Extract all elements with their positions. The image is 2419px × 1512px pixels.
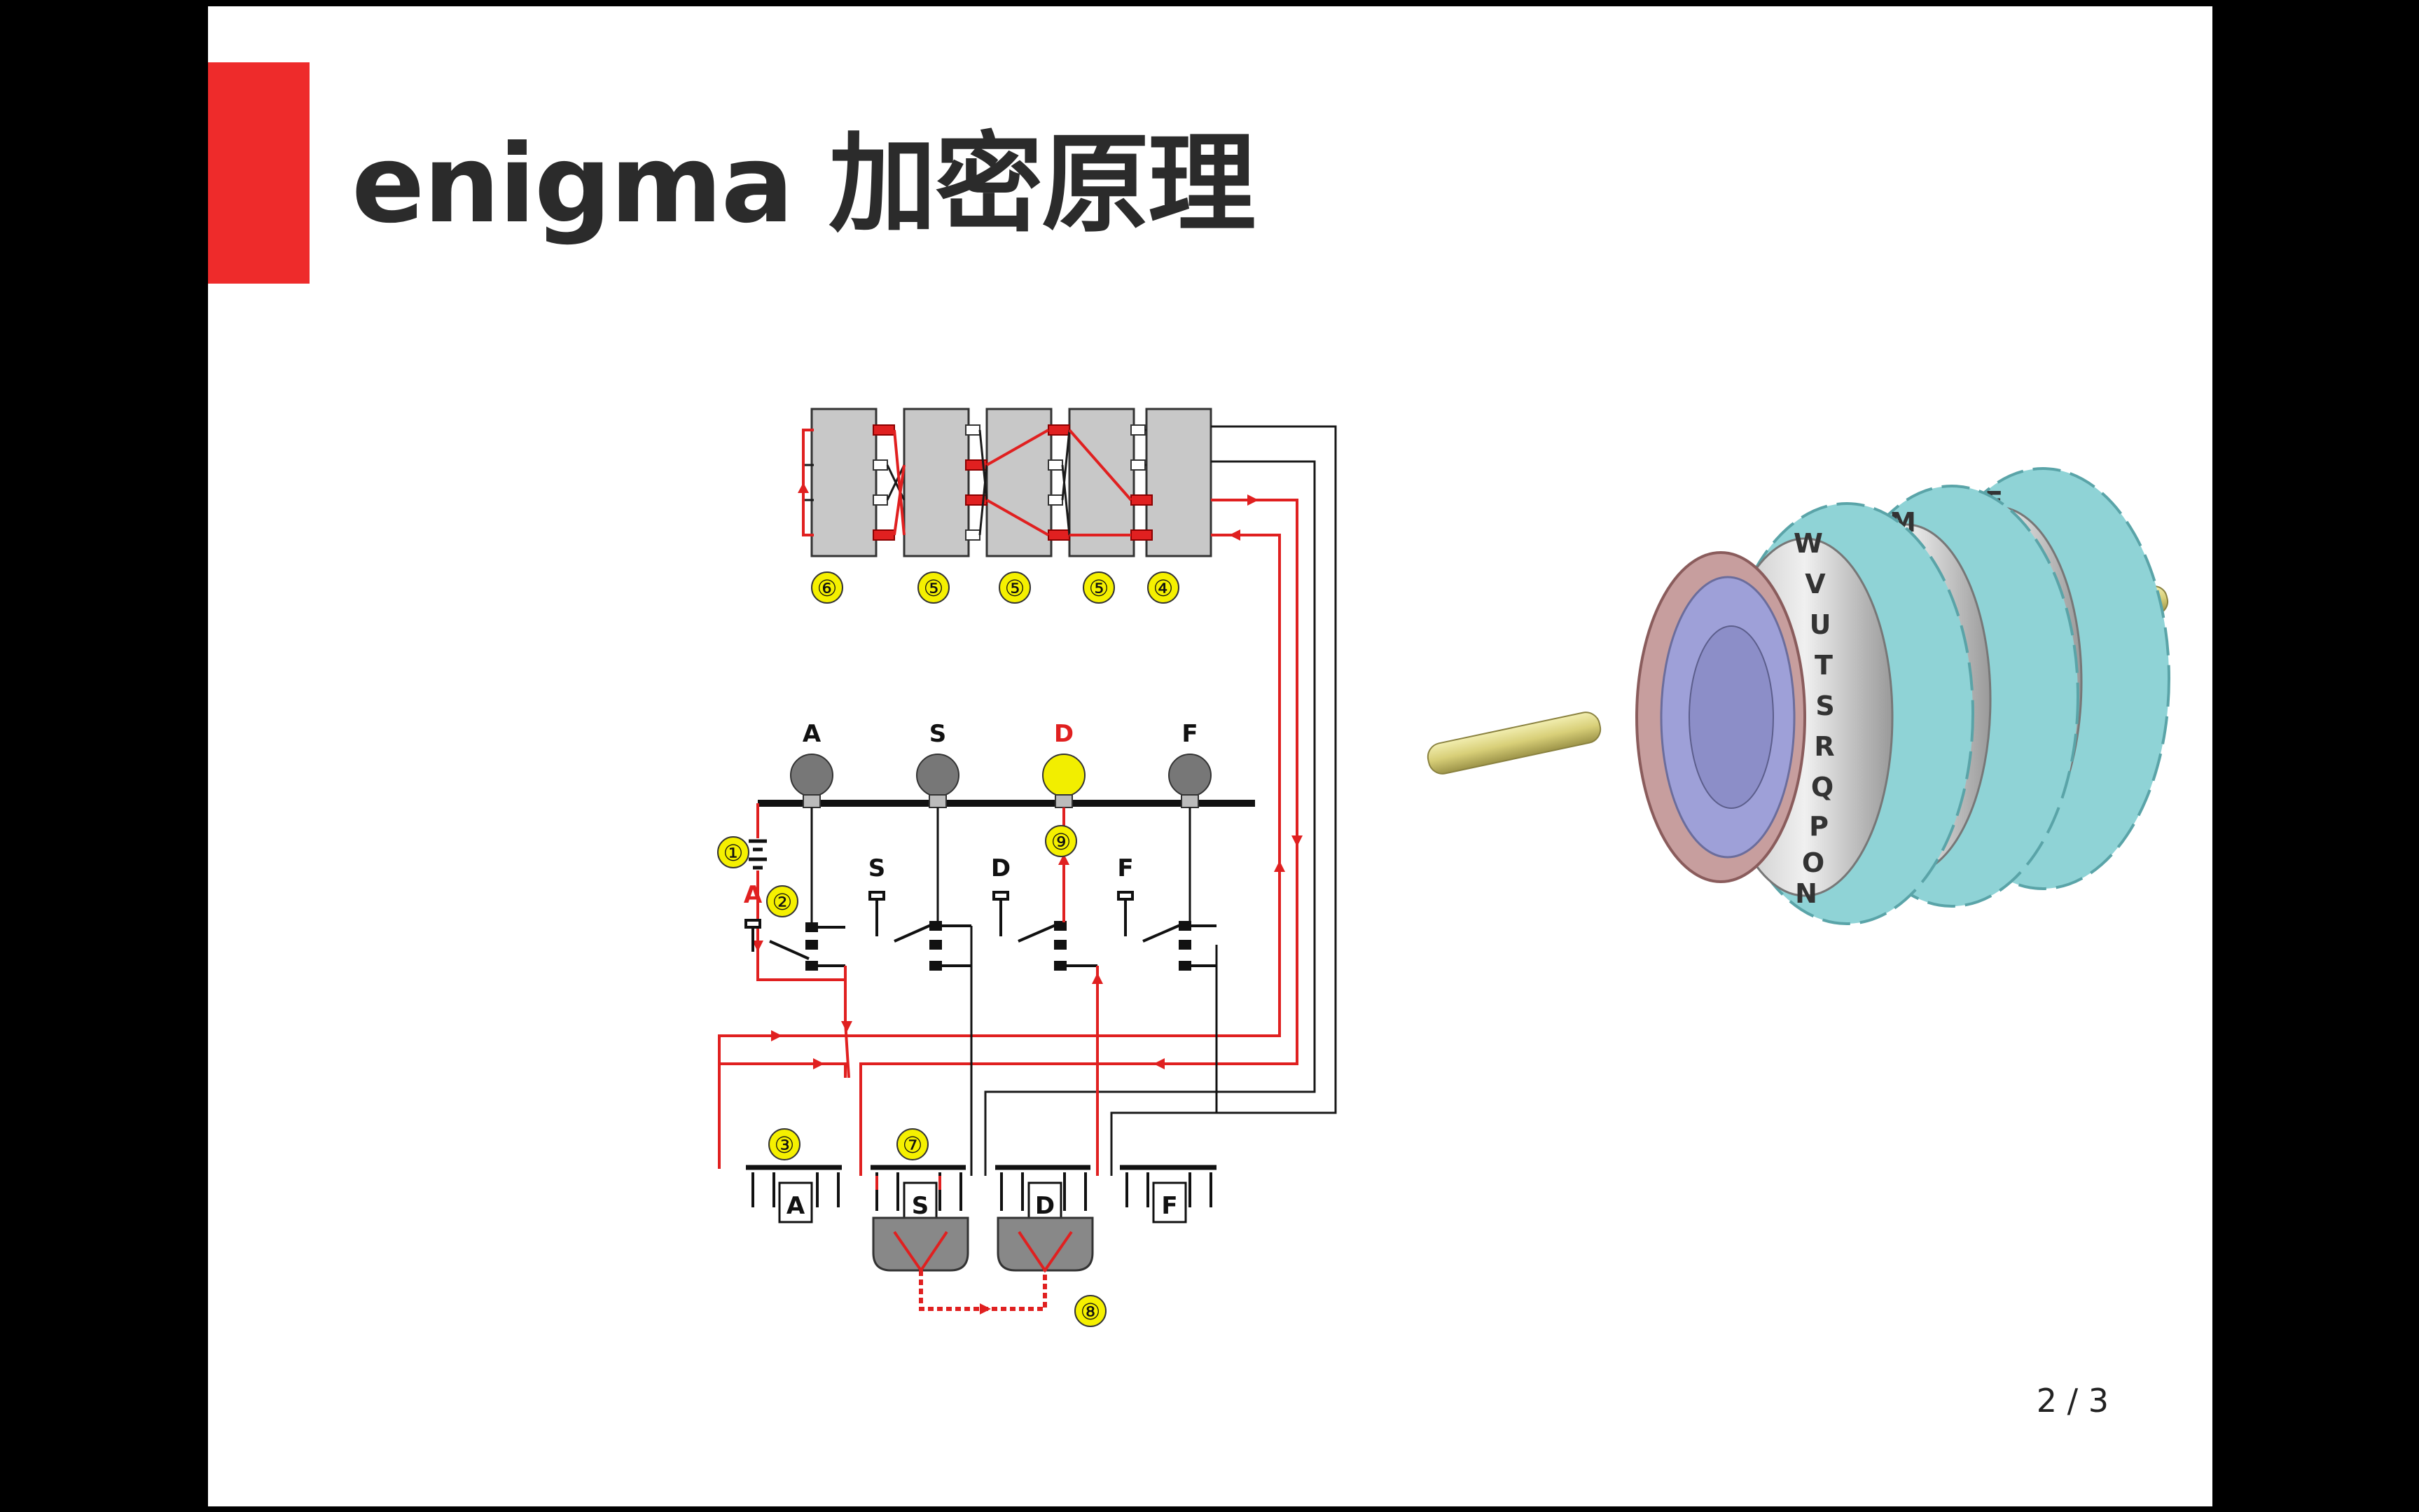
lamp-label-a: A [803,720,822,748]
callout-plug-cable: ⑧ [1081,1298,1101,1325]
plug-s-icon [872,1216,969,1272]
axle-front [1427,712,1602,775]
key-label-a: A [744,881,763,909]
rotor-1-letter: R [1814,731,1834,762]
lamp-f-icon [1168,754,1212,797]
rotor-1: W V U T S R Q P O N [1635,502,1974,925]
wiring-diagram: ⑥ ⑤ ⑤ ⑤ ④ A S D F [717,408,1337,1327]
rotor-1-letter: N [1795,878,1817,909]
callout-plug-s: ⑦ [903,1132,923,1158]
plug-label-a: A [786,1192,805,1220]
key-label-f: F [1117,854,1133,882]
plug-d-icon [997,1216,1094,1272]
key-d-button[interactable] [992,891,1009,901]
key-a-button[interactable] [744,919,761,929]
stage-marker-rotor-1: ⑤ [924,575,944,602]
battery-icon [749,803,845,981]
rotor-1-letter: T [1815,650,1833,681]
callout-key: ② [772,889,793,915]
lamp-d-lit-icon [1042,754,1086,797]
stage-markers: ⑥ ⑤ ⑤ ⑤ ④ [811,571,1179,604]
lampboard: A S D F [758,720,1255,808]
callout-lamp: ⑨ [1051,828,1072,855]
lamp-label-f: F [1181,720,1198,748]
rotor-1-letter: Q [1811,772,1834,803]
key-s-button[interactable] [868,891,885,901]
rotor-1-letter: O [1802,847,1824,878]
accent-bar [208,62,310,284]
key-f-button[interactable] [1117,891,1134,901]
plug-label-d: D [1035,1192,1055,1220]
stage-marker-reflector: ⑥ [817,575,838,602]
rotor-1-letter: S [1815,691,1834,721]
callout-battery: ① [723,840,744,866]
slide: enigma 加密原理 [208,6,2212,1506]
plug-label-s: S [912,1192,929,1220]
rotor-1-letter: P [1809,811,1829,842]
key-label-s: S [868,854,886,882]
plug-cable [919,1270,1047,1311]
lamp-a-icon [790,754,833,797]
page-number: 2 / 3 [2036,1382,2109,1420]
stage-marker-rotor-3: ⑤ [1089,575,1109,602]
rotor-1-letter: V [1805,569,1826,599]
callout-plug-a: ③ [775,1132,795,1158]
rotor-illustration: E D C B A Z Y X W M L K J I H G [1427,467,2170,925]
keyboard: A S D F [744,807,1218,1176]
rotor-stack [798,408,1212,557]
slide-title: enigma 加密原理 [352,122,1256,247]
rotor-1-letter: U [1810,609,1831,640]
plugboard: A S D F [718,1058,1217,1315]
key-label-d: D [991,854,1011,882]
lamp-s-icon [916,754,959,797]
rotor-1-letter: W [1794,528,1823,559]
plug-label-f: F [1161,1192,1177,1220]
lamp-label-d: D [1054,720,1074,748]
lamp-label-s: S [929,720,947,748]
stage-marker-rotor-2: ⑤ [1005,575,1025,602]
stage-marker-entry: ④ [1153,575,1174,602]
